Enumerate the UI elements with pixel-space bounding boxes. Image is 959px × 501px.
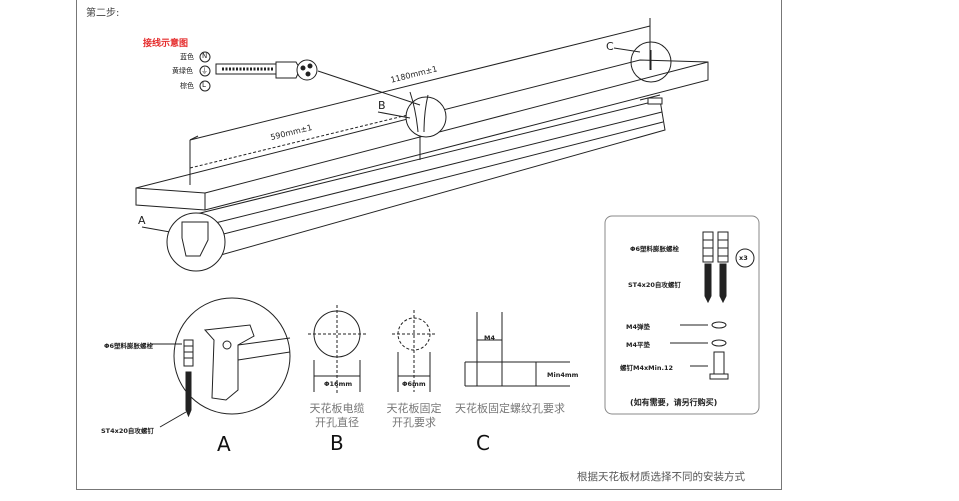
callout-b-label: B	[378, 99, 386, 112]
wire-brown-label: 棕色	[180, 82, 194, 90]
wire-n-symbol: N	[202, 52, 208, 60]
diagram-frame	[76, 0, 782, 490]
box-quantity: x3	[739, 254, 748, 262]
detail-c-caption: 天花板固定螺纹孔要求	[455, 402, 565, 415]
wire-blue-label: 蓝色	[180, 53, 194, 61]
box-bolt-label: 螺钉M4xMin.12	[620, 364, 674, 372]
detail-b2-caption: 天花板固定 开孔要求	[386, 402, 442, 429]
detail-c-letter: C	[476, 431, 490, 455]
box-anchor-label: Φ6塑料膨胀螺栓	[630, 245, 680, 253]
detail-a-letter: A	[217, 432, 231, 456]
detail-b-letter: B	[330, 431, 344, 455]
detail-a-screw-label: ST4x20自攻螺钉	[101, 427, 154, 435]
detail-b-caption: 天花板电缆 开孔直径	[309, 402, 365, 429]
wire-l-symbol: L	[202, 81, 206, 89]
callout-c-label: C	[606, 40, 614, 53]
ground-icon: ⏚	[201, 67, 208, 75]
callout-a-label: A	[138, 214, 146, 227]
box-spring-washer-label: M4弹垫	[626, 323, 650, 331]
footer-note: 根据天花板材质选择不同的安装方式	[577, 471, 745, 483]
box-note: (如有需要，请另行购买)	[630, 398, 718, 407]
hardware-box	[604, 215, 760, 415]
callout-c-circle	[630, 41, 672, 83]
wire-yellowgreen-label: 黄绿色	[172, 67, 193, 75]
detail-c-depth-label: Min4mm	[547, 371, 579, 379]
wiring-title: 接线示意图	[143, 39, 189, 49]
detail-a-circle	[173, 297, 291, 415]
detail-b-diameter: Φ16mm	[324, 380, 353, 388]
detail-a-anchor-label: Φ6塑料膨胀螺栓	[104, 342, 154, 350]
detail-b2-diameter: Φ6mm	[402, 380, 426, 388]
detail-c-width-label: M4	[484, 334, 495, 342]
box-flat-washer-label: M4平垫	[626, 341, 650, 349]
step-label: 第二步:	[86, 8, 120, 19]
box-screw-label: ST4x20自攻螺钉	[628, 281, 681, 289]
